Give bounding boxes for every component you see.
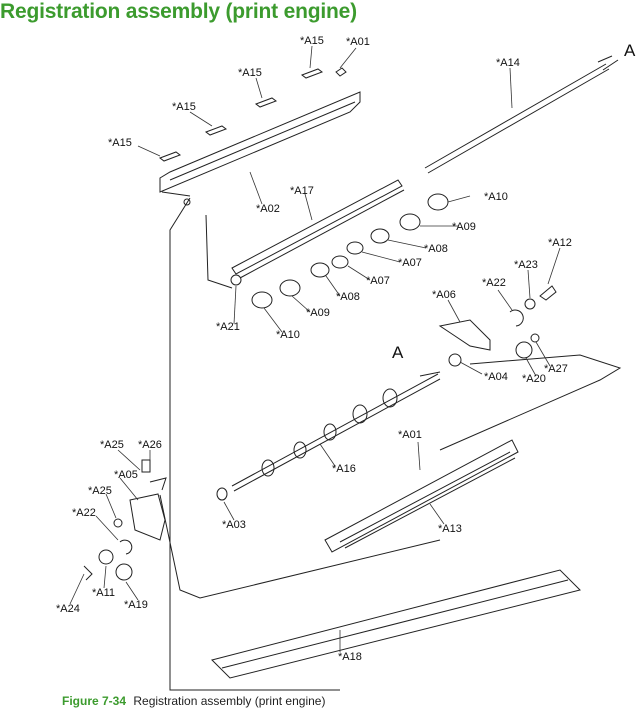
pad-a15-4: [300, 68, 324, 79]
gear-a23: [524, 298, 536, 310]
gear-a20: [515, 341, 533, 359]
callout-a06: *A06: [432, 289, 456, 301]
callout-a16: *A16: [332, 463, 356, 475]
callout-a23: *A23: [514, 259, 538, 271]
callout-a15-3: *A15: [172, 101, 196, 113]
callout-a27: *A27: [544, 363, 568, 375]
callout-a10-bot: *A10: [276, 329, 300, 341]
callout-a25-top: *A25: [100, 439, 124, 451]
callout-a15-4: *A15: [108, 137, 132, 149]
guide-a13: [324, 439, 519, 553]
roller-a08-bot: [310, 262, 330, 278]
callout-a01-top: *A01: [346, 36, 370, 48]
callout-a05: *A05: [114, 469, 138, 481]
section-mark-a-mid: A: [392, 343, 404, 362]
figure-number: Figure 7-34: [62, 694, 127, 708]
callout-a15-1: *A15: [300, 35, 324, 47]
callout-a22-right: *A22: [482, 277, 506, 289]
callout-a14: *A14: [496, 57, 520, 69]
roller-a07-top: [346, 241, 364, 255]
callout-a18: *A18: [338, 651, 362, 663]
gear-a19: [115, 563, 133, 581]
screw-a25-left: [113, 518, 123, 528]
pin-a26: [141, 459, 151, 473]
callout-a09-bot: *A09: [306, 307, 330, 319]
callout-a12: *A12: [548, 237, 572, 249]
callout-a11: *A11: [92, 587, 115, 599]
pad-a15-3: [254, 97, 278, 108]
gear-a04: [448, 353, 462, 367]
callout-a17: *A17: [290, 185, 314, 197]
bracket-a05: [129, 493, 166, 541]
callout-a04: *A04: [484, 371, 508, 383]
roller-a08-top: [370, 228, 390, 244]
roller-a09-bot: [279, 279, 301, 297]
callout-a21: *A21: [216, 321, 240, 333]
pad-a15-2: [204, 125, 228, 136]
callout-a07-bot: *A07: [366, 275, 390, 287]
callout-a01-mid: *A01: [398, 429, 422, 441]
roller-a07-bot: [331, 255, 349, 269]
callout-a15-2: *A15: [238, 67, 262, 79]
callout-a13: *A13: [438, 523, 462, 535]
guide-a18: [211, 569, 581, 679]
roller-a10-top: [427, 193, 449, 211]
callout-a19: *A19: [124, 599, 148, 611]
part-a27: [530, 333, 540, 343]
bushing-a03: [216, 487, 228, 501]
callout-a22-left: *A22: [72, 507, 96, 519]
callout-a08-top: *A08: [424, 243, 448, 255]
callout-a02: *A02: [256, 203, 280, 215]
callout-a03: *A03: [222, 519, 246, 531]
callout-a25-left: *A25: [88, 485, 112, 497]
callout-a24: *A24: [56, 603, 80, 615]
roller-a09-top: [399, 213, 421, 231]
bushing-a21: [230, 274, 242, 286]
clip-a22-left: [119, 539, 133, 555]
roller-holder-a17: [231, 179, 403, 275]
spring-a24: [83, 565, 93, 581]
figure-caption-text: Registration assembly (print engine): [133, 694, 326, 708]
shaft-a16: [231, 373, 441, 492]
callout-a20: *A20: [522, 373, 546, 385]
page-title: Registration assembly (print engine): [0, 0, 357, 23]
clip-a22-right: [509, 309, 524, 327]
spring-a12: [539, 285, 557, 301]
callout-a10-top: *A10: [484, 191, 508, 203]
callout-a07-top: *A07: [398, 257, 422, 269]
callout-a26: *A26: [138, 439, 162, 451]
section-mark-a-top: A: [624, 41, 636, 60]
callout-a08-bot: *A08: [336, 291, 360, 303]
spring-a25: [149, 477, 167, 491]
figure-caption: Figure 7-34 Registration assembly (print…: [62, 694, 325, 708]
upper-guide-plate: [159, 91, 361, 193]
pad-a15-1: [158, 151, 182, 162]
pad-a01: [335, 67, 347, 77]
shaft-a14: [424, 63, 610, 174]
callout-a09-top: *A09: [452, 221, 476, 233]
gear-a11: [98, 549, 114, 565]
bracket-a06: [438, 319, 491, 351]
roller-a10-bot: [251, 291, 273, 309]
